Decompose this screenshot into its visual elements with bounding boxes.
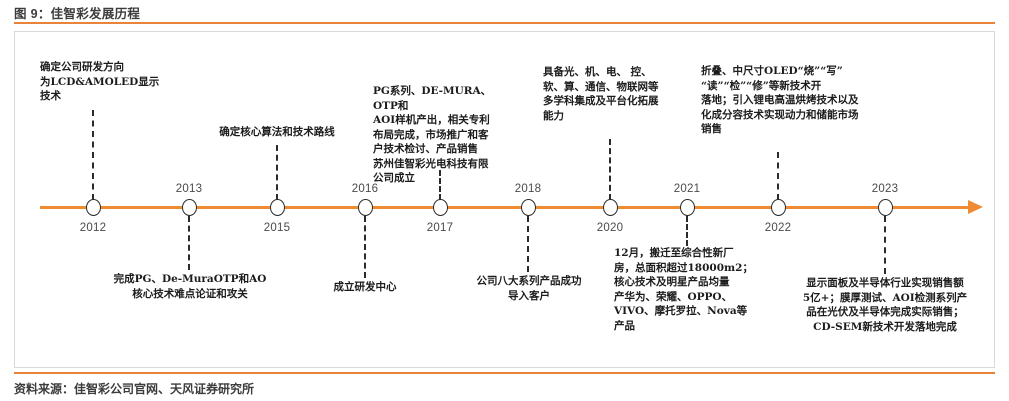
timeline-connector-2017 xyxy=(439,170,441,200)
timeline-year-2015: 2015 xyxy=(263,222,291,234)
timeline-connector-2012 xyxy=(92,110,94,200)
figure-title: 图 9：佳智彩发展历程 xyxy=(14,7,141,21)
timeline-node-2022[interactable] xyxy=(770,199,786,216)
timeline-axis-line xyxy=(40,206,970,209)
timeline-connector-2016 xyxy=(364,216,366,278)
timeline-event-2020: 具备光、机、电、 控、 软、算、通信、物联网等 多学科集成及平台化拓展 能力 xyxy=(543,66,659,122)
timeline-connector-2023 xyxy=(884,216,886,274)
timeline-year-2018: 2018 xyxy=(514,183,542,195)
timeline-year-2023: 2023 xyxy=(871,183,899,195)
timeline-year-2012: 2012 xyxy=(79,222,107,234)
timeline-event-2016: 成立研发中心 xyxy=(333,281,397,293)
timeline-axis-arrowhead xyxy=(968,200,983,214)
timeline-connector-2013 xyxy=(188,216,190,270)
timeline-node-2020[interactable] xyxy=(602,199,618,216)
timeline-node-2016[interactable] xyxy=(357,199,373,216)
timeline-connector-2020 xyxy=(609,139,611,200)
timeline-node-2013[interactable] xyxy=(181,199,197,216)
timeline-node-2021[interactable] xyxy=(679,199,695,216)
timeline-node-2012[interactable] xyxy=(85,199,101,216)
timeline-event-2023: 显示面板及半导体行业实现销售额 5亿+；膜厚测试、AOI检测系列产 品在光伏及半… xyxy=(802,277,968,333)
figure-source: 资料来源：佳智彩公司官网、天风证券研究所 xyxy=(14,382,255,396)
timeline-plot-area: 2012 确定公司研发方向 为LCD&AMOLED显示 技术 2013 完成PG… xyxy=(14,31,995,368)
timeline-year-2022: 2022 xyxy=(764,222,792,234)
timeline-event-2015: 确定核心算法和技术路线 xyxy=(219,126,335,138)
timeline-event-2021: 12月，搬迁至综合性新厂 房，总面积超过18000m2； 核心技术及明星产品均量… xyxy=(614,247,753,332)
timeline-year-2021: 2021 xyxy=(673,183,701,195)
timeline-event-2018: 公司八大系列产品成功 导入客户 xyxy=(476,275,582,302)
timeline-year-2017: 2017 xyxy=(426,222,454,234)
timeline-event-2013: 完成PG、De-MuraOTP和AO 核心技术难点论证和攻关 xyxy=(113,273,267,300)
timeline-node-2018[interactable] xyxy=(520,199,536,216)
timeline-year-2020: 2020 xyxy=(596,222,624,234)
timeline-connector-2015 xyxy=(276,145,278,200)
timeline-connector-2018 xyxy=(527,216,529,272)
timeline-node-2017[interactable] xyxy=(432,199,448,216)
timeline-connector-2021 xyxy=(686,216,688,246)
source-divider-rule xyxy=(14,372,995,374)
timeline-year-2013: 2013 xyxy=(175,183,203,195)
title-divider-rule xyxy=(14,22,995,24)
timeline-node-2015[interactable] xyxy=(269,199,285,216)
timeline-node-2023[interactable] xyxy=(877,199,893,216)
timeline-year-2016: 2016 xyxy=(351,183,379,195)
timeline-event-2012: 确定公司研发方向 为LCD&AMOLED显示 技术 xyxy=(40,61,160,102)
timeline-event-2017: PG系列、DE-MURA、OTP和 AOI样机产出，相关专利 布局完成，市场推广… xyxy=(373,85,492,184)
timeline-event-2022: 折叠、中尺寸OLED“烧”“写” “读”“检”“修”等新技术开 落地；引入锂电高… xyxy=(701,65,859,135)
timeline-connector-2022 xyxy=(777,152,779,200)
